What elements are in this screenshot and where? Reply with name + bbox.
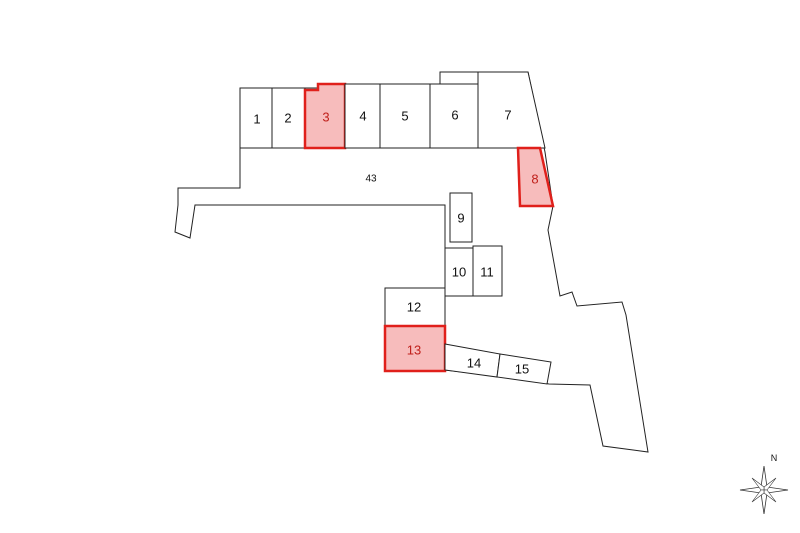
lot-8[interactable] [516, 146, 555, 208]
lot-label-13: 13 [407, 342, 421, 357]
compass-rose-icon: N [739, 453, 789, 515]
lot-11[interactable] [472, 245, 503, 297]
lot-7[interactable] [477, 71, 546, 149]
lot-9[interactable] [449, 192, 473, 243]
common-area-label: 43 [365, 174, 377, 185]
lot-2[interactable] [271, 87, 306, 149]
lot-12[interactable] [384, 287, 446, 327]
lot-13[interactable] [383, 324, 447, 373]
north-label: N [771, 453, 778, 463]
lot-6[interactable] [429, 83, 479, 149]
lot-15[interactable] [496, 353, 552, 385]
lot-label-1: 1 [253, 111, 260, 126]
lot-label-11: 11 [480, 264, 494, 279]
lot-label-10: 10 [452, 264, 466, 279]
lot-label-12: 12 [407, 299, 421, 314]
lot-label-7: 7 [504, 107, 511, 122]
lot-label-15: 15 [515, 361, 529, 376]
lot-4[interactable] [344, 83, 381, 149]
lot-label-9: 9 [457, 210, 464, 225]
lot-label-14: 14 [467, 355, 481, 370]
lot-label-3: 3 [322, 109, 329, 124]
lot-label-5: 5 [401, 108, 408, 123]
lot-label-8: 8 [531, 171, 538, 186]
lot-5[interactable] [379, 83, 431, 149]
lot-label-4: 4 [359, 108, 366, 123]
lot-label-2: 2 [284, 110, 291, 125]
lot-label-6: 6 [451, 107, 458, 122]
